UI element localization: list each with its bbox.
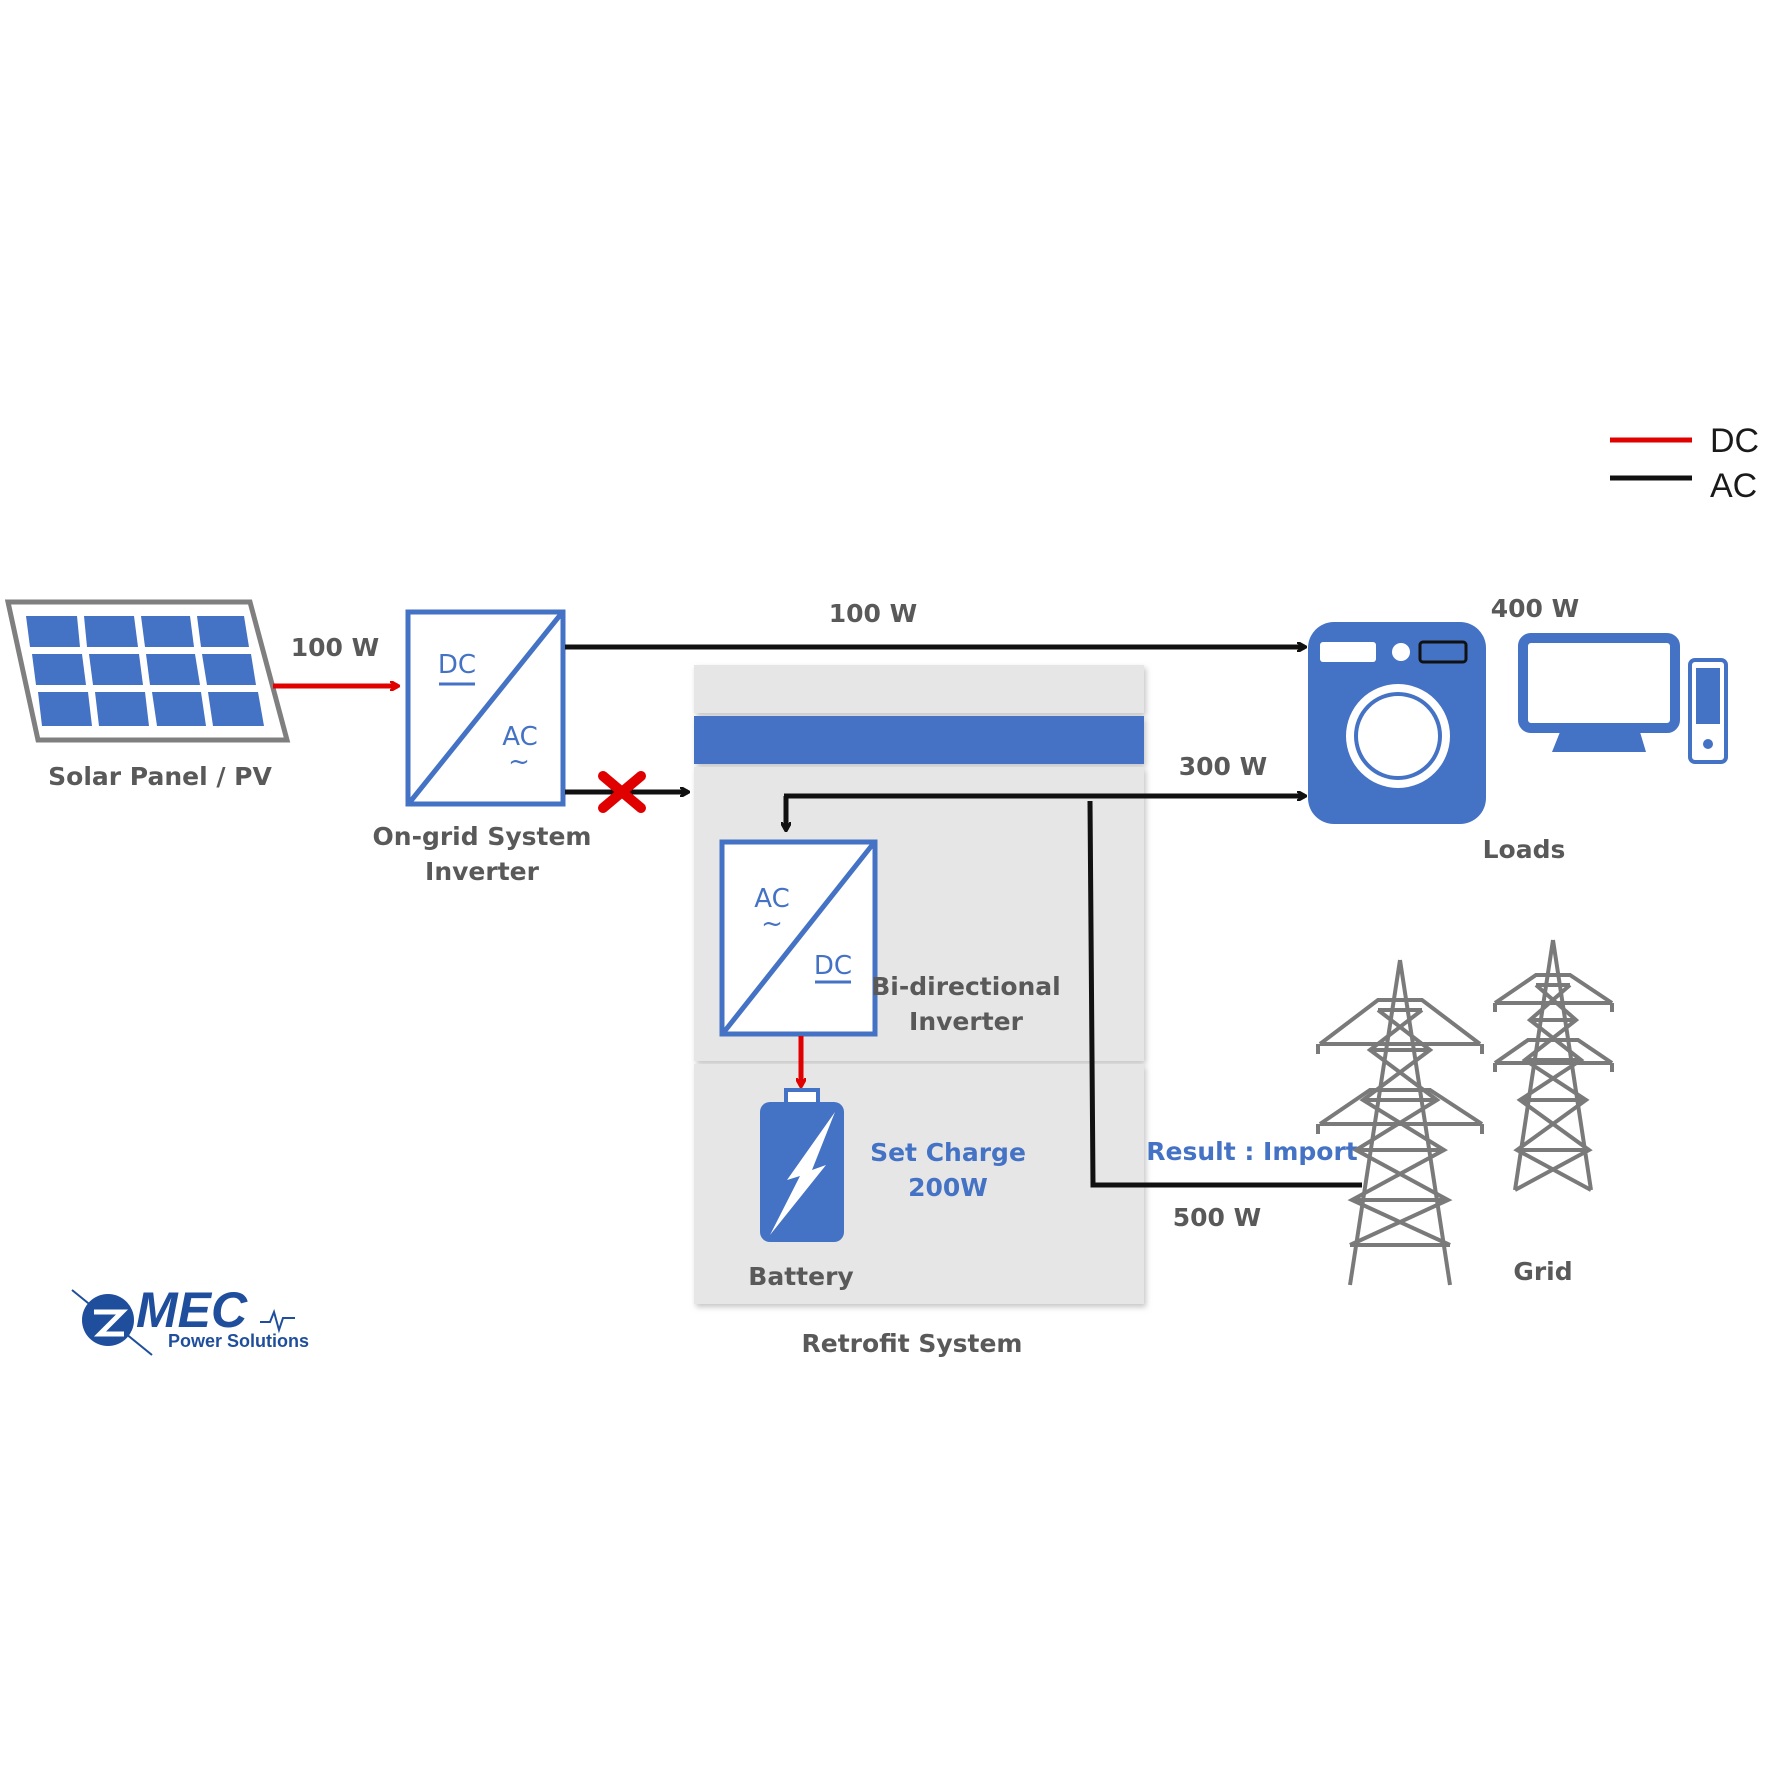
bidirectional-dc-label: DC xyxy=(814,951,852,981)
legend-ac-label: AC xyxy=(1710,467,1757,505)
transmission-tower-icon xyxy=(1316,939,1614,1286)
set-charge-line2: 200W xyxy=(908,1173,988,1202)
bidirectional-label-line2: Inverter xyxy=(909,1007,1024,1036)
bidirectional-ac-label: AC xyxy=(754,884,789,914)
bidirectional-inverter-icon xyxy=(719,839,878,1037)
washing-machine-icon xyxy=(1308,622,1486,824)
flow-inverter-to-loads-value: 100 W xyxy=(829,599,917,628)
flow-grid-line xyxy=(1087,800,1362,1188)
flow-to-loads-total-value: 400 W xyxy=(1491,594,1579,623)
ongrid-inverter-dc-label: DC xyxy=(438,650,476,680)
result-label: Result : Import xyxy=(1146,1137,1358,1166)
retrofit-system-label: Retrofit System xyxy=(802,1329,1023,1358)
computer-icon xyxy=(1518,633,1728,764)
ongrid-inverter-label-line1: On-grid System xyxy=(373,822,592,851)
set-charge-line1: Set Charge xyxy=(870,1138,1026,1167)
ongrid-inverter-ac-label: AC xyxy=(502,722,537,752)
flow-retrofit-to-loads-value: 300 W xyxy=(1179,752,1267,781)
ongrid-inverter-label-line2: Inverter xyxy=(425,857,540,886)
legend: DC AC xyxy=(1610,422,1759,505)
solar-panel-label: Solar Panel / PV xyxy=(48,762,272,791)
legend-dc-label: DC xyxy=(1710,422,1759,460)
battery-label: Battery xyxy=(748,1262,853,1291)
grid-label: Grid xyxy=(1513,1257,1572,1286)
flow-grid-import-value: 500 W xyxy=(1173,1203,1261,1232)
logo-brand: MEC xyxy=(136,1282,248,1338)
mec-logo: MEC Power Solutions xyxy=(71,1282,309,1356)
battery-icon xyxy=(760,1088,844,1242)
bidirectional-label-line1: Bi-directional xyxy=(871,972,1061,1001)
bidirectional-tilde: ~ xyxy=(761,909,783,939)
logo-tagline: Power Solutions xyxy=(168,1331,309,1351)
ongrid-inverter-tilde: ~ xyxy=(508,747,530,777)
solar-panel-icon xyxy=(4,599,291,743)
loads-label: Loads xyxy=(1483,835,1566,864)
blocked-x-icon xyxy=(598,771,646,813)
flow-pv-to-inverter-value: 100 W xyxy=(291,633,379,662)
ongrid-inverter-icon xyxy=(405,609,566,807)
